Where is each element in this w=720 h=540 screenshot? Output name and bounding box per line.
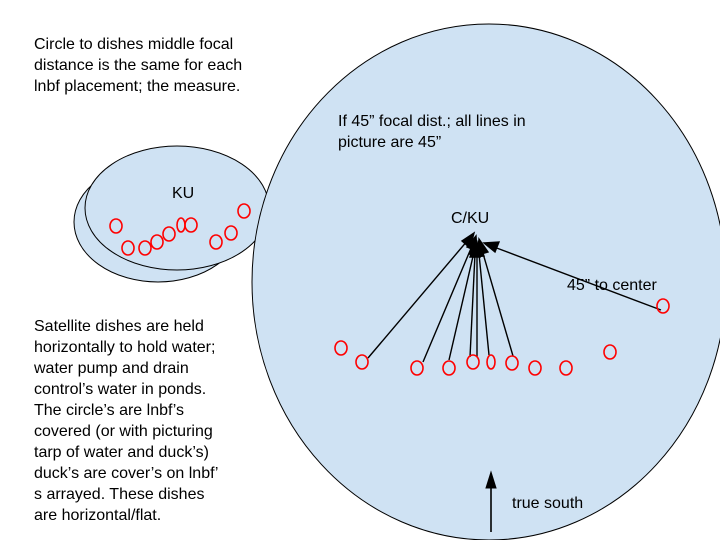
lnbf-circle: [184, 217, 198, 233]
lnbf-circle: [334, 340, 348, 356]
lnbf-circle: [162, 226, 176, 242]
lnbf-circle: [656, 298, 670, 314]
lnbf-circle: [150, 234, 164, 250]
large-dish: [251, 23, 720, 540]
label-c-ku: C/KU: [451, 210, 490, 227]
lnbf-circle: [237, 203, 251, 219]
small-dish-lnbfs: [109, 203, 251, 256]
lnbf-circle: [603, 344, 617, 360]
label-true-south: true south: [512, 495, 584, 512]
lnbf-circle: [466, 354, 480, 370]
lnbf-circle: [121, 240, 135, 256]
focal-line: [478, 253, 490, 356]
focal-line: [367, 239, 469, 359]
lnbf-circle: [410, 360, 424, 376]
lnbf-circle: [486, 354, 496, 370]
focal-line: [481, 249, 514, 357]
focal-line: [422, 245, 473, 363]
lnbf-circle: [224, 225, 238, 241]
arrowhead: [477, 236, 490, 256]
large-dish-lnbfs: [334, 298, 670, 376]
note-dish-description: Satellite dishes are held horizontally t…: [34, 318, 219, 524]
lnbf-circle: [138, 240, 152, 256]
label-to-center: 45” to center: [567, 277, 657, 294]
lnbf-circle: [355, 354, 369, 370]
focal-line: [448, 251, 475, 361]
note-focal-distance: Circle to dishes middle focal distance i…: [34, 36, 243, 95]
small-dish: [84, 145, 270, 271]
south-arrowhead: [485, 470, 497, 489]
lnbf-circle: [505, 355, 519, 371]
lnbf-circle: [528, 360, 542, 376]
lnbf-circle: [559, 360, 573, 376]
focal-line: [469, 253, 476, 358]
focal-line: [493, 246, 662, 311]
lnbf-circle: [109, 218, 123, 234]
focal-lines: [367, 231, 662, 363]
arrowhead: [482, 241, 501, 254]
label-ku: KU: [172, 185, 195, 202]
lnbf-circle: [442, 360, 456, 376]
lnbf-circle: [209, 234, 223, 250]
true-south-arrow: [485, 470, 497, 532]
note-45-inch: If 45” focal dist.; all lines in picture…: [338, 113, 526, 151]
